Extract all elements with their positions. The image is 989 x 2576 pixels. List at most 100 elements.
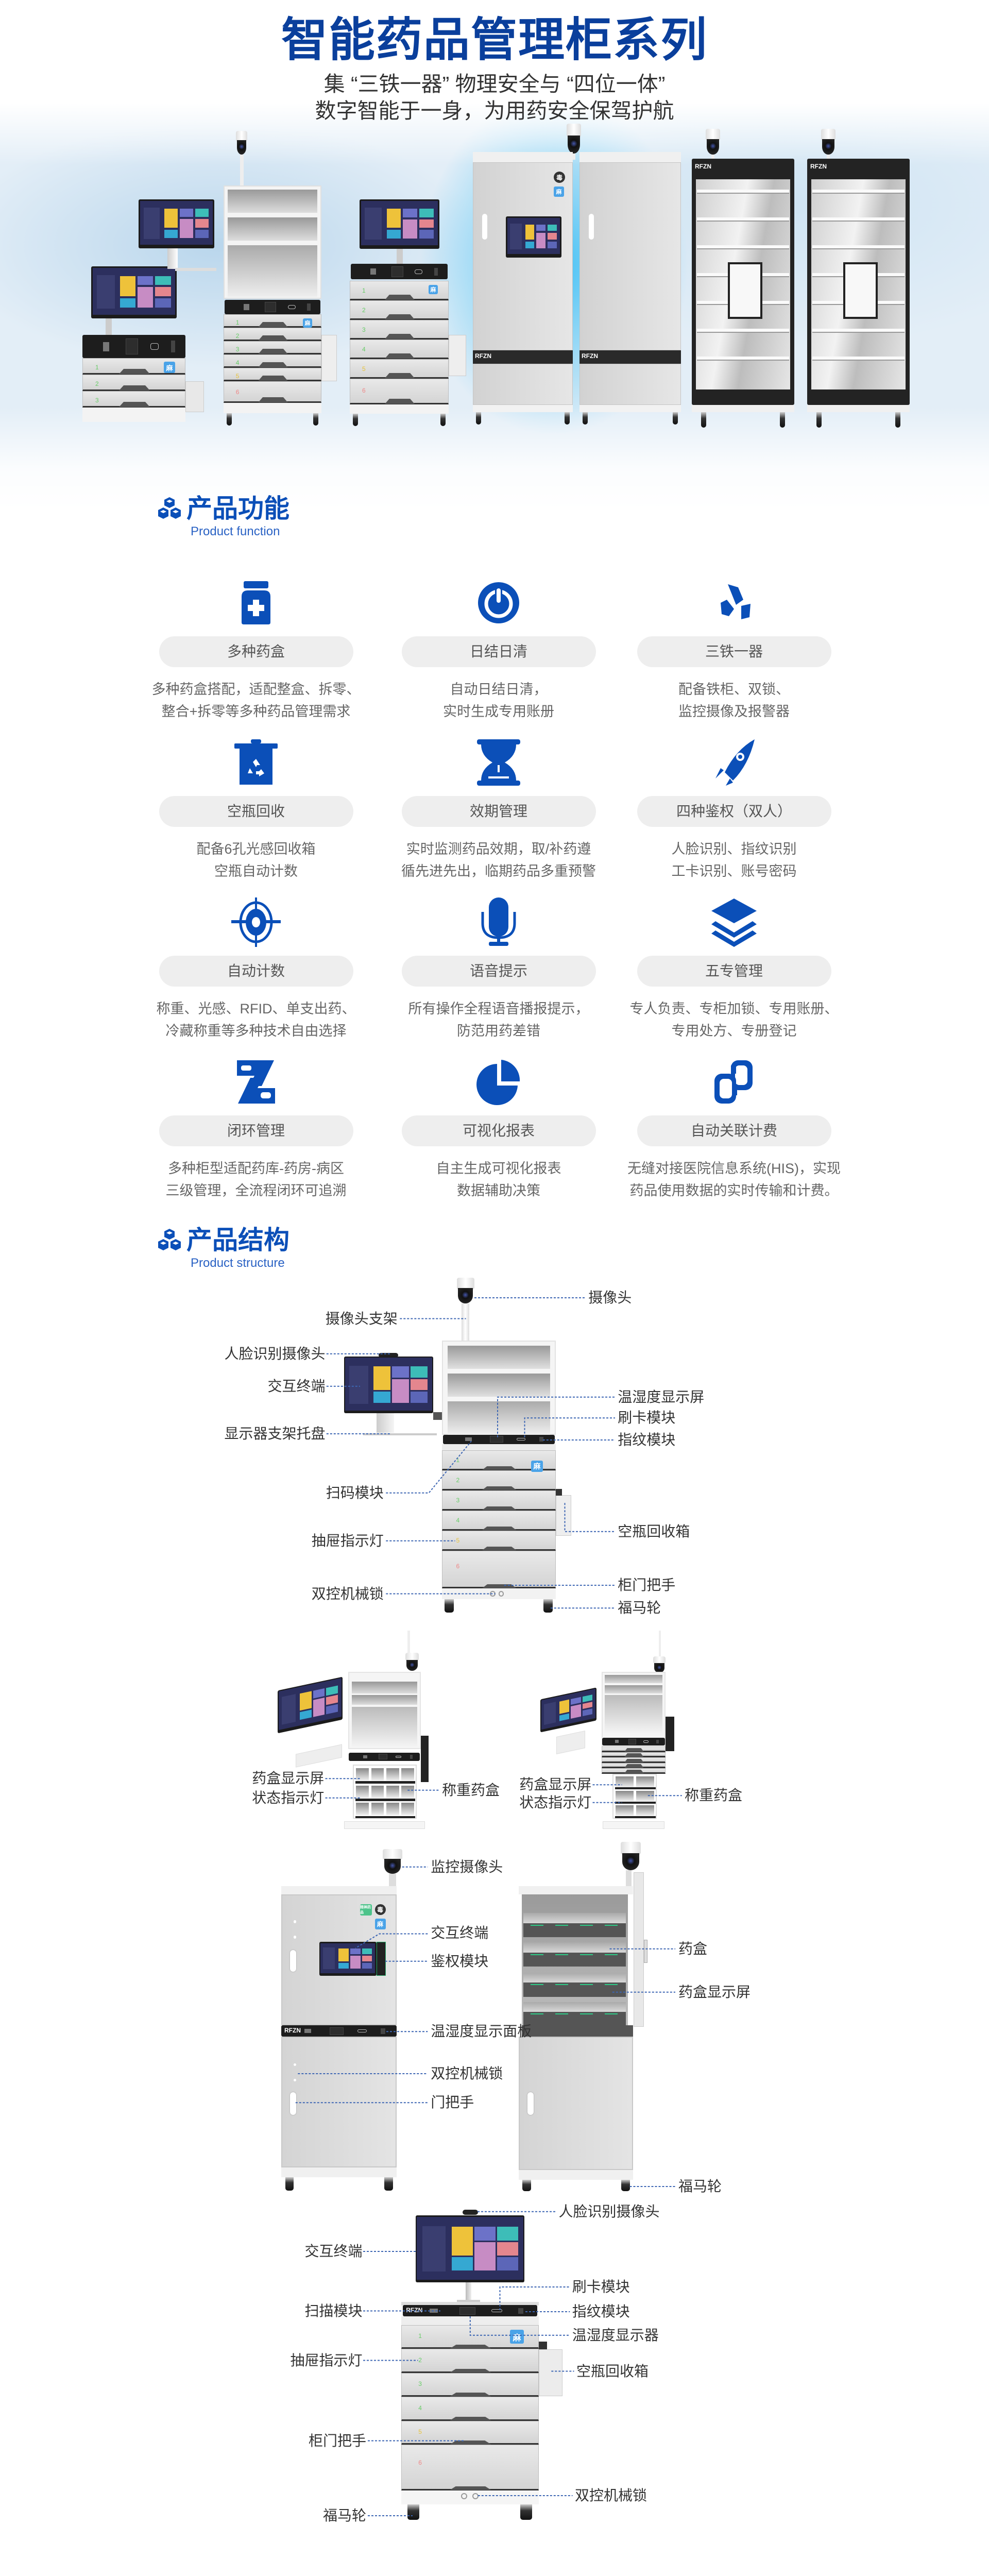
badge-ma: 麻	[164, 362, 175, 373]
card-reader	[415, 269, 423, 274]
feature-description: 所有操作全程语音播报提示， 防范用药差错	[385, 998, 612, 1042]
temp-humidity-readout	[459, 2307, 475, 2315]
tile-purple	[474, 2242, 496, 2271]
box-display-strip	[355, 1781, 415, 1784]
tile-pink	[326, 1694, 338, 1705]
screen-display	[417, 2216, 523, 2280]
label-monitor-tray: 显示器支架托盘	[224, 1426, 326, 1442]
tile-yellow	[451, 2227, 473, 2256]
tile-blue	[474, 2227, 496, 2241]
drawer-handle	[258, 335, 288, 341]
drawer-handle	[482, 1506, 517, 1510]
tile-indigo	[411, 1392, 428, 1403]
tile-teal	[419, 208, 434, 217]
box-display-strip	[615, 1816, 656, 1818]
lower-door	[518, 2037, 633, 2170]
label-status-light: 状态指示灯	[519, 1794, 592, 1810]
label-fingerprint-module: 指纹模块	[618, 1432, 676, 1448]
feature-description-line: 防范用药差错	[457, 1023, 540, 1039]
caster-wheel	[313, 413, 318, 426]
feature-title: 自动计数	[159, 956, 353, 987]
caster-wheel	[440, 414, 446, 426]
brand-logo: RFZN	[695, 163, 711, 170]
recycle-box	[185, 381, 204, 412]
label-door-handle: 柜门把手	[618, 1577, 676, 1593]
tile-purple	[536, 233, 546, 248]
camera-pole	[658, 1631, 661, 1658]
fingerprint-sensor	[539, 1437, 544, 1442]
cabinet-top	[473, 152, 573, 162]
drawer-indicator-number: 1	[456, 1456, 460, 1464]
drawer-handle	[385, 373, 415, 378]
camera-mount	[236, 131, 247, 142]
tile-indigo	[155, 298, 171, 308]
recycle-bin-icon	[143, 739, 369, 786]
medicine-box-shelf	[523, 1913, 626, 1923]
glass-door-cabinet: RFZN	[807, 159, 910, 405]
tablet-screen	[727, 262, 763, 319]
page-title: 智能药品管理柜系列	[281, 14, 708, 66]
feature-description-line: 整合+拆零等多种药品管理需求	[161, 704, 351, 719]
control-panel: RFZN	[281, 2025, 397, 2037]
device-preview-panel	[323, 1947, 335, 1970]
rocket-icon	[621, 739, 847, 786]
shelf	[812, 357, 905, 361]
feature-title: 五专管理	[637, 956, 831, 987]
drawer-handle	[385, 334, 415, 339]
badge-ma: 麻	[510, 2330, 524, 2344]
lock-dot	[294, 2078, 297, 2081]
open-compartment	[351, 1706, 417, 1748]
lock-dot	[294, 1936, 297, 1939]
feature-description-line: 配备6孔光感回收箱	[196, 841, 316, 857]
screen-display	[140, 201, 213, 245]
drawer	[601, 1762, 666, 1768]
drawer	[601, 1752, 666, 1757]
drawer-handle	[482, 1466, 517, 1470]
tile-yellow	[164, 208, 178, 228]
status-light	[530, 1984, 544, 1986]
drawer: 3	[401, 2372, 539, 2397]
drawer: 4	[350, 340, 449, 359]
shelf	[812, 217, 905, 222]
caster-wheel	[476, 412, 481, 425]
drawer-indicator-number: 3	[362, 326, 366, 334]
temp-humidity-readout	[379, 1754, 387, 1760]
caster-wheel	[520, 2504, 532, 2520]
side-panel	[420, 1736, 429, 1782]
tile-yellow	[338, 1948, 349, 1961]
weighing-box	[371, 1803, 384, 1816]
bottom-drawer	[603, 1821, 664, 1829]
feature-title: 语音提示	[401, 956, 596, 987]
feature-description-line: 人脸识别、指纹识别	[671, 841, 797, 857]
tile-cyan	[386, 230, 401, 239]
tile-cyan	[164, 229, 178, 238]
tile-yellow	[299, 1691, 312, 1711]
tile-yellow	[120, 276, 136, 297]
status-light	[530, 1954, 544, 1955]
status-light	[604, 1954, 618, 1955]
temp-humidity-panel: RFZN	[579, 350, 681, 364]
label-recycle-box: 空瓶回收箱	[576, 2363, 649, 2379]
weighing-box	[371, 1785, 384, 1798]
drawer-handle	[450, 2393, 491, 2397]
weighing-box	[386, 1768, 399, 1781]
camera-pole	[388, 1874, 396, 1886]
feature-description: 自动日结日清， 实时生成专用账册	[385, 679, 612, 723]
cabinet-top	[518, 1886, 633, 1894]
feature-card: 日结日清 自动日结日清， 实时生成专用账册	[385, 580, 612, 723]
caster-wheel	[565, 412, 570, 425]
drawer: 4	[401, 2397, 539, 2421]
door-handle	[643, 1939, 647, 1963]
feature-card: 四种鉴权（双人） 人脸识别、指纹识别 工卡识别、账号密码	[621, 739, 847, 883]
keyboard-tray	[175, 268, 216, 271]
shelf-bin	[447, 1346, 550, 1369]
status-light	[604, 2013, 618, 2015]
caster-wheel	[895, 412, 900, 428]
drawer	[601, 1757, 666, 1763]
weighing-box	[371, 1768, 384, 1781]
feature-description: 多种柜型适配药库-药房-病区 三级管理，全流程闭环可追溯	[143, 1158, 369, 1202]
shelf-bin	[447, 1374, 550, 1397]
status-light	[530, 2013, 544, 2015]
shelf-bin	[228, 217, 317, 241]
control-panel	[225, 300, 320, 314]
